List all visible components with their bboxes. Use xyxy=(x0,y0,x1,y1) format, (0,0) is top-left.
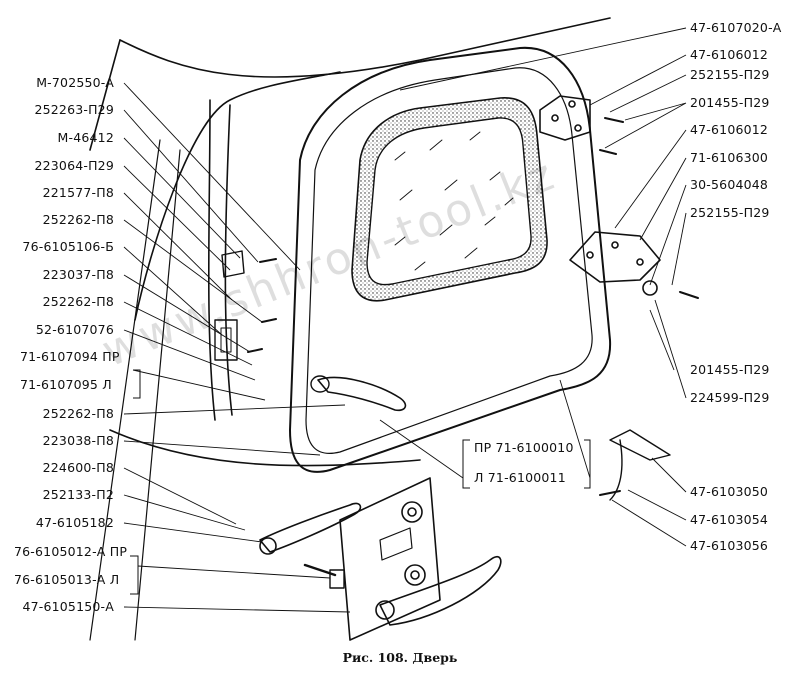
cab-edge-long2 xyxy=(134,149,181,641)
callout-right-9: 224599-П29 xyxy=(690,390,770,405)
door-panel-outline xyxy=(289,46,612,473)
callout-right-6: 30-5604048 xyxy=(690,177,769,192)
cab-bottom-line xyxy=(109,429,421,467)
window-regulator-handle xyxy=(259,502,362,553)
callout-right-5: 71-6106300 xyxy=(690,150,769,165)
window-glass xyxy=(366,117,532,286)
cab-edge-long xyxy=(89,139,161,641)
bolt-upper xyxy=(599,117,624,155)
lower-hinge xyxy=(569,231,661,283)
callout-left-3: 223064-П29 xyxy=(34,158,114,173)
callout-left-11: 71-6107095 Л xyxy=(20,377,112,392)
cab-frame-left xyxy=(207,99,216,421)
handle-base xyxy=(310,375,330,393)
cab-frame-left2 xyxy=(224,104,233,416)
cab-pillar-outer xyxy=(89,39,121,151)
cab-roof-line xyxy=(119,17,611,78)
callout-center-0: ПР 71-6100010 xyxy=(474,440,574,455)
callout-right-4: 47-6106012 xyxy=(690,122,769,137)
callout-right-10: 47-6103050 xyxy=(690,484,769,499)
door-check xyxy=(609,429,671,461)
door-panel-inner-edge xyxy=(305,67,593,454)
callout-left-5: 252262-П8 xyxy=(42,212,114,227)
cab-pillar-line xyxy=(134,71,341,321)
callout-left-18: 76-6105013-А Л xyxy=(14,572,120,587)
inner-handle xyxy=(379,555,502,626)
bracket-upper xyxy=(221,250,245,278)
callout-left-12: 252262-П8 xyxy=(42,406,114,421)
callout-left-14: 224600-П8 xyxy=(42,460,114,475)
callout-left-0: M-702550-A xyxy=(36,75,114,90)
callout-left-19: 47-6105150-А xyxy=(22,599,114,614)
outer-handle xyxy=(317,376,407,412)
callout-left-2: M-46412 xyxy=(57,130,114,145)
callout-right-11: 47-6103054 xyxy=(690,512,769,527)
callout-left-7: 223037-П8 xyxy=(42,267,114,282)
callout-left-6: 76-6105106-Б xyxy=(22,239,114,254)
callout-left-15: 252133-П2 xyxy=(42,487,114,502)
callout-right-3: 201455-П29 xyxy=(690,95,770,110)
callout-left-17: 76-6105012-А ПР xyxy=(14,544,128,559)
callout-left-9: 52-6107076 xyxy=(35,322,114,337)
callout-right-0: 47-6107020-А xyxy=(690,20,782,35)
lock-striker xyxy=(214,319,238,361)
callout-left-10: 71-6107094 ПР xyxy=(20,349,120,364)
callout-right-8: 201455-П29 xyxy=(690,362,770,377)
callout-left-8: 252262-П8 xyxy=(42,294,114,309)
callout-right-2: 252155-П29 xyxy=(690,67,770,82)
lock-mechanism xyxy=(339,477,441,641)
bolt-lower xyxy=(679,291,699,299)
callout-left-13: 223038-П8 xyxy=(42,433,114,448)
callout-left-16: 47-6105182 xyxy=(35,515,114,530)
callout-right-1: 47-6106012 xyxy=(690,47,769,62)
callout-center-1: Л 71-6100011 xyxy=(474,470,566,485)
callout-left-1: 252263-П29 xyxy=(34,102,114,117)
upper-hinge xyxy=(539,95,591,141)
callout-right-12: 47-6103056 xyxy=(690,538,769,553)
figure-caption: Рис. 108. Дверь xyxy=(342,650,458,665)
callout-left-4: 221577-П8 xyxy=(42,185,114,200)
callout-right-7: 252155-П29 xyxy=(690,205,770,220)
